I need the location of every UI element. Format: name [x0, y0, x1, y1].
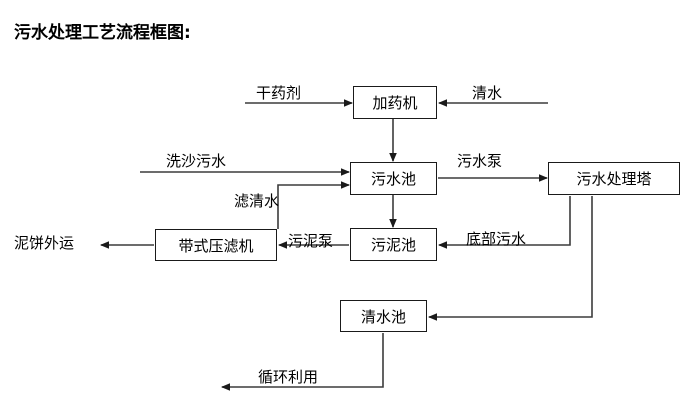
node-belt-filter-press[interactable]: 带式压滤机 — [155, 229, 277, 261]
edge-label-filtered-water: 滤清水 — [234, 192, 280, 210]
node-clear-water-pool[interactable]: 清水池 — [340, 300, 427, 332]
edge-label-bottom-sewage: 底部污水 — [466, 230, 527, 248]
node-dosing-machine[interactable]: 加药机 — [353, 86, 437, 119]
edge-filtered-water-to-sewage-pool — [277, 181, 350, 229]
edge-label-sand-wash-sewage: 洗沙污水 — [166, 152, 227, 170]
edge-label-sludge-pump: 污泥泵 — [288, 232, 334, 250]
edge-tower-to-clear-water-pool — [428, 196, 593, 321]
node-label: 清水池 — [360, 307, 406, 326]
edge-label-mud-cake-transport: 泥饼外运 — [14, 234, 75, 252]
edge-label-sewage-pump: 污水泵 — [457, 152, 503, 170]
edge-label-clean-water: 清水 — [472, 84, 503, 102]
node-label: 污水池 — [370, 170, 416, 188]
edge-label-dry-chemical: 干药剂 — [256, 84, 302, 102]
node-label: 污泥池 — [370, 236, 416, 254]
node-label: 污水处理塔 — [576, 170, 652, 188]
node-sludge-pool[interactable]: 污泥池 — [350, 228, 437, 261]
edge-tower-to-sludge-pool — [438, 196, 571, 249]
node-sewage-pool[interactable]: 污水池 — [350, 162, 437, 195]
edge-clear-water-pool-to-recycle — [221, 333, 384, 391]
node-label: 带式压滤机 — [178, 236, 254, 255]
node-label: 加药机 — [372, 94, 418, 112]
node-treatment-tower[interactable]: 污水处理塔 — [548, 162, 680, 195]
edge-label-recycle-reuse: 循环利用 — [258, 368, 319, 386]
page-title: 污水处理工艺流程框图: — [14, 23, 191, 43]
